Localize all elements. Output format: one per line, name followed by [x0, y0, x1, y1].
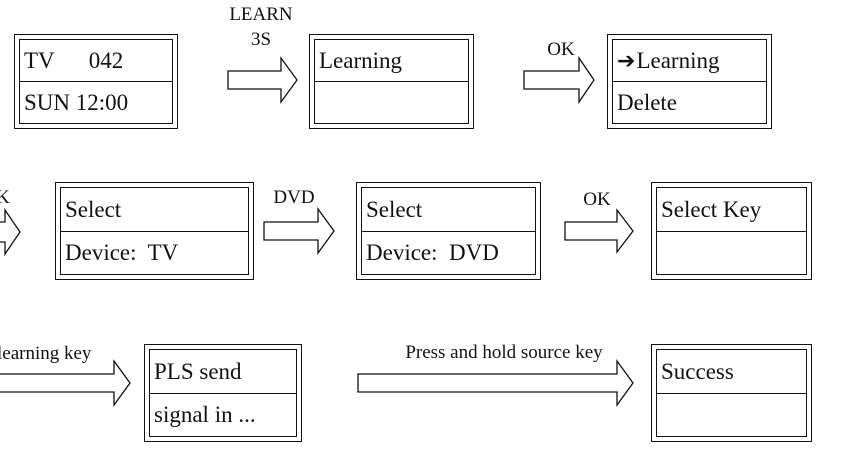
lcd-line: Learning: [319, 48, 403, 73]
arrow-label-learn: LEARN: [229, 4, 293, 25]
lcd-success-screen: Success: [651, 344, 812, 442]
arrow-ok-1: [523, 55, 595, 105]
lcd-line: Device: DVD: [362, 230, 535, 275]
arrow-press-hold: [357, 359, 634, 407]
lcd-line: [657, 392, 806, 437]
arrow-ok-continuation: [0, 207, 21, 257]
menu-item-delete: Delete: [613, 81, 766, 123]
menu-item-learning: Learning: [636, 48, 720, 73]
lcd-send-signal-screen: PLS send signal in ...: [144, 344, 302, 442]
lcd-select-key-screen: Select Key: [651, 182, 812, 280]
arrow-label-ok-continuation: K: [0, 187, 10, 208]
lcd-menu-screen: ➔Learning Delete: [607, 34, 772, 129]
lcd-line: [657, 230, 806, 275]
arrow-label-press-hold: Press and hold source key: [405, 342, 603, 363]
lcd-line: SUN 12:00: [20, 81, 172, 123]
lcd-learning-screen: Learning: [309, 34, 474, 129]
lcd-line: Select Key: [661, 196, 762, 222]
lcd-home-screen: TV 042 SUN 12:00: [14, 34, 178, 129]
arrow-label-learning-key: learning key: [0, 343, 92, 364]
arrow-label-3s: 3S: [250, 29, 272, 50]
arrow-learning-key: [0, 359, 131, 407]
lcd-line: ➔Learning: [613, 40, 766, 81]
lcd-line: Select: [366, 196, 423, 222]
lcd-line: Success: [661, 358, 734, 384]
lcd-line: signal in ...: [150, 392, 296, 437]
lcd-line: Select: [65, 196, 122, 222]
lcd-select-tv-screen: Select Device: TV: [55, 182, 254, 280]
arrow-learn-3s: [227, 56, 298, 104]
lcd-line: TV 042: [24, 48, 124, 73]
lcd-select-dvd-screen: Select Device: DVD: [356, 182, 541, 280]
arrow-pointer-icon: ➔: [617, 47, 636, 73]
arrow-ok-2: [564, 208, 634, 254]
lcd-line: [315, 81, 468, 123]
lcd-line: PLS send: [154, 358, 242, 384]
arrow-label-ok: OK: [547, 39, 575, 60]
arrow-dvd: [263, 207, 335, 255]
lcd-line: Device: TV: [61, 230, 248, 275]
arrow-label-ok: OK: [583, 189, 611, 210]
arrow-label-dvd: DVD: [273, 187, 315, 208]
